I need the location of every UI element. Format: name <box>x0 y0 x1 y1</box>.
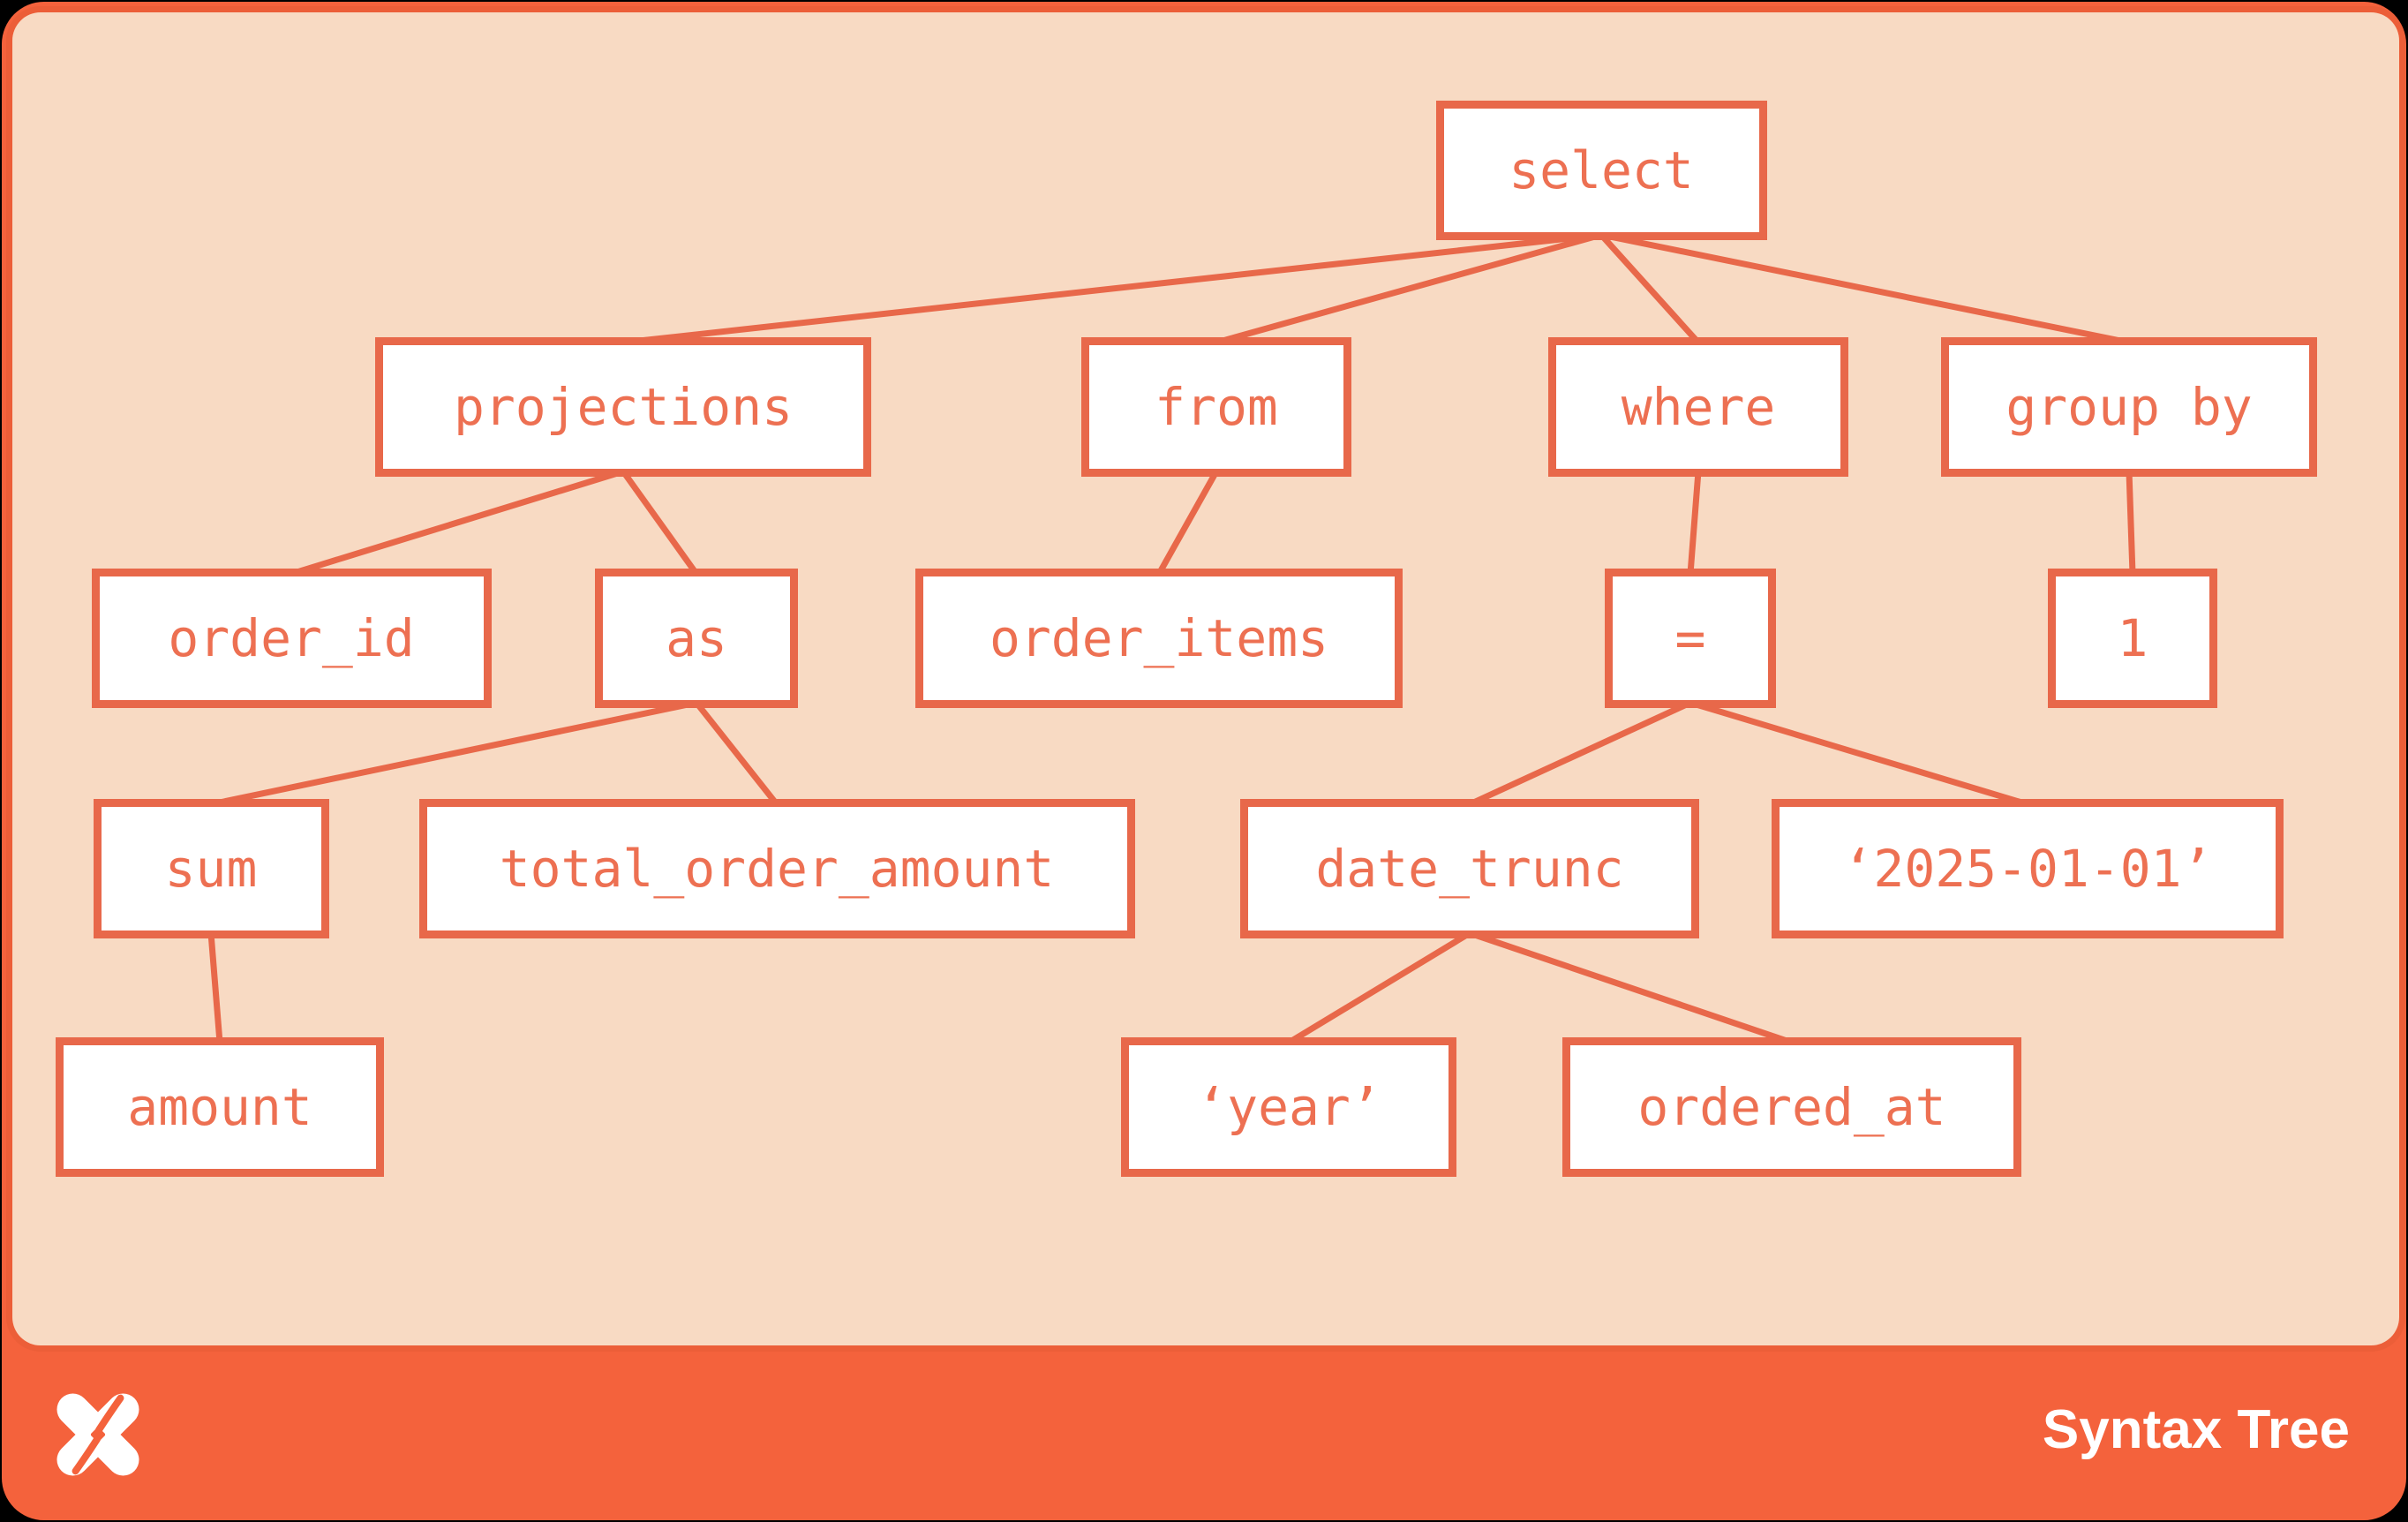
tree-node-as: as <box>595 569 798 708</box>
tree-node-select: select <box>1435 101 1767 240</box>
tree-node-from: from <box>1081 337 1351 477</box>
tree-node-year: ‘year’ <box>1121 1037 1456 1177</box>
tree-node-date_trunc: date_trunc <box>1240 799 1699 938</box>
tree-node-label: 1 <box>2117 608 2148 668</box>
tree-node-order_id: order_id <box>91 569 492 708</box>
tree-node-label: ‘2025-01-01’ <box>1842 839 2213 899</box>
tree-node-projections: projections <box>375 337 871 477</box>
tree-node-group_by: group by <box>1941 337 2317 477</box>
tree-node-label: from <box>1155 377 1278 437</box>
tree-node-label: select <box>1509 140 1694 200</box>
tree-node-date_literal: ‘2025-01-01’ <box>1772 799 2284 938</box>
tree-node-label: amount <box>127 1077 312 1137</box>
tree-node-total_order_amount: total_order_amount <box>418 799 1135 938</box>
tree-node-where: where <box>1548 337 1848 477</box>
tree-node-label: ordered_at <box>1637 1077 1946 1137</box>
tree-node-order_items: order_items <box>915 569 1403 708</box>
tree-node-label: as <box>666 608 727 668</box>
tree-node-one: 1 <box>2048 569 2217 708</box>
tree-node-label: order_id <box>168 608 415 668</box>
pinwheel-x-logo-icon <box>51 1388 145 1481</box>
tree-node-amount: amount <box>56 1037 384 1177</box>
tree-node-label: sum <box>164 839 258 899</box>
tree-node-label: projections <box>453 377 794 437</box>
footer-title: Syntax Tree <box>2042 1399 2350 1460</box>
tree-node-label: order_items <box>989 608 1329 668</box>
tree-node-sum: sum <box>93 799 329 938</box>
tree-node-label: group by <box>2005 377 2253 437</box>
tree-node-label: where <box>1621 377 1776 437</box>
tree-node-label: total_order_amount <box>499 839 1055 899</box>
tree-node-ordered_at: ordered_at <box>1562 1037 2021 1177</box>
tree-node-label: date_trunc <box>1315 839 1624 899</box>
tree-node-label: ‘year’ <box>1196 1077 1381 1137</box>
tree-node-label: = <box>1674 608 1706 668</box>
tree-node-eq: = <box>1605 569 1776 708</box>
